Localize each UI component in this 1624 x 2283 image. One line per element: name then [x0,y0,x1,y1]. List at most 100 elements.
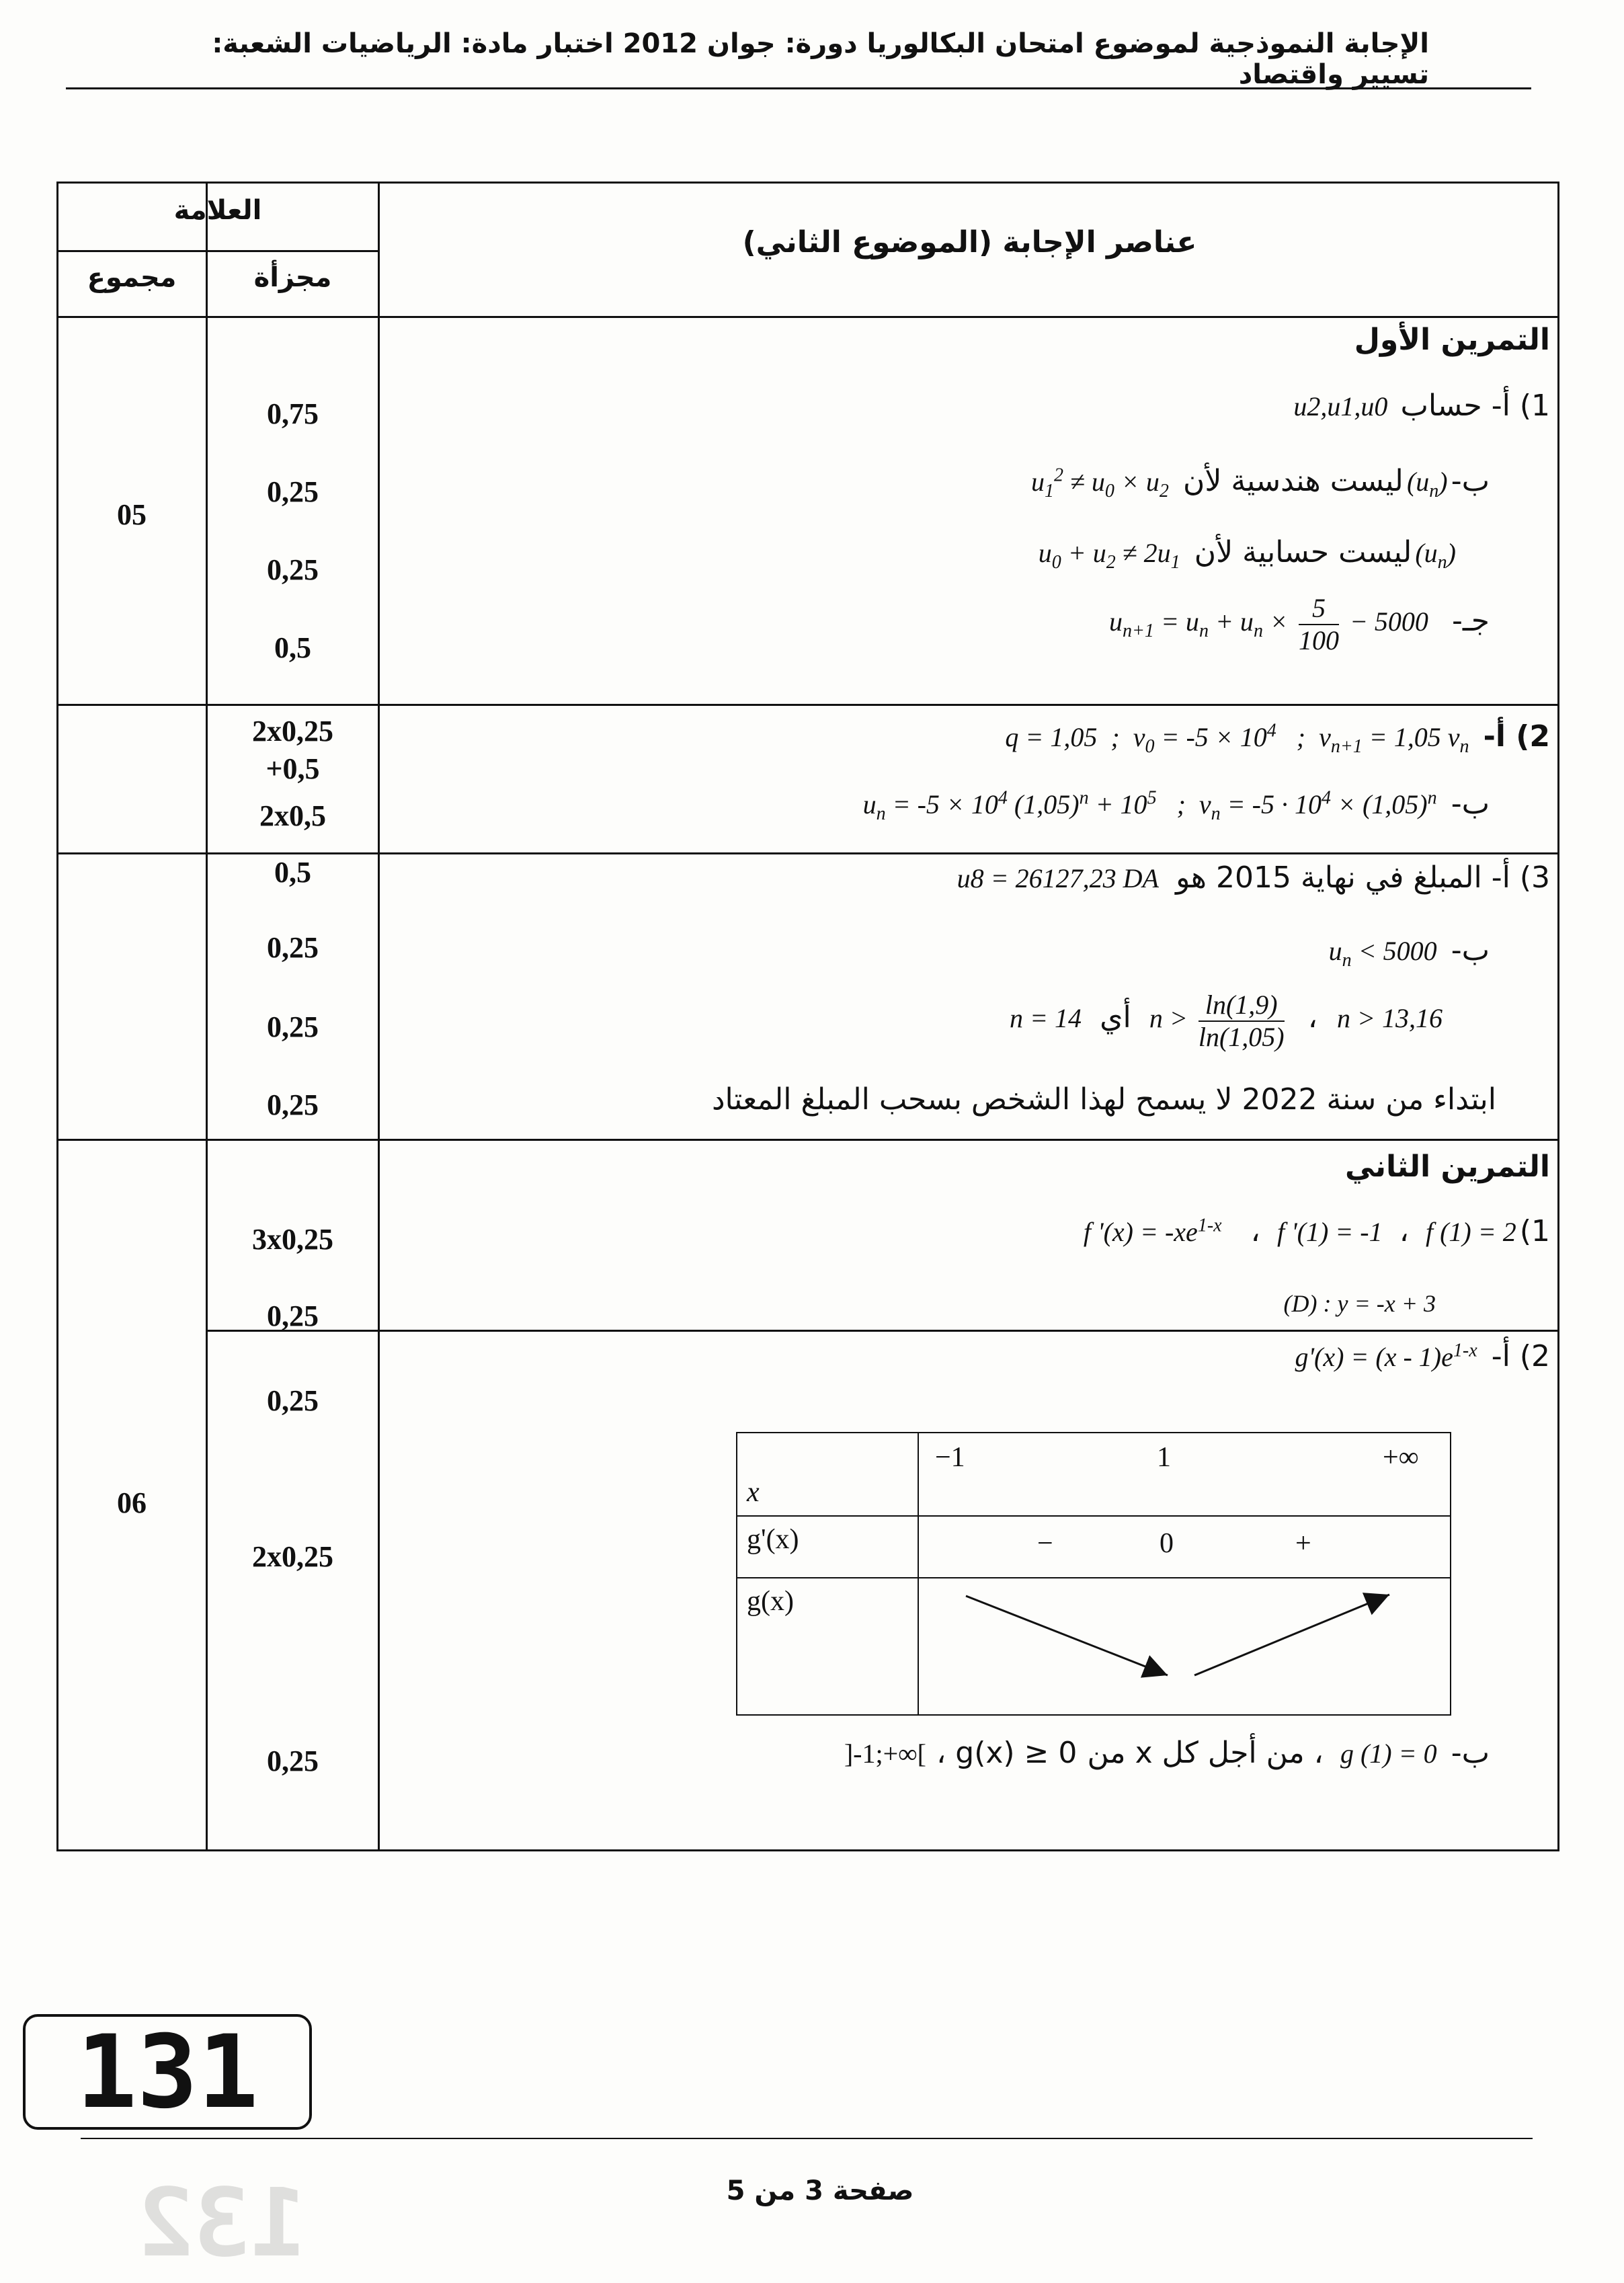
partial-7: 2x0,5 [259,799,326,832]
ex1-q1c-math: u0 + u2 ≠ 2u1 [1038,538,1180,573]
ex1-q2a-math: q = 1,05 ; v0 = -5 × 104 ; vn+1 = 1,05 v… [1005,720,1469,757]
ex1-q3c-result: n = 14 [1009,1003,1082,1034]
vt-variation [918,1577,1451,1716]
ex1-q1d-label: جـ- [1452,604,1490,639]
ex1-q3c-and: أي [1100,1000,1131,1035]
partial-16: 0,25 [267,1745,319,1777]
partial-14: 0,25 [267,1384,319,1417]
ex2-q1-comma-2: ، [1399,1214,1409,1248]
partial-9: 0,25 [267,931,319,964]
total-ex2: 06 [117,1486,147,1519]
ex2-q1: 1) f '(x) = -xe1-x ، f '(1) = -1 ، f (1)… [1084,1214,1550,1248]
ex1-q3a-label: 3) أ- المبلغ في نهاية 2015 هو [1176,860,1550,895]
ex1-q1a-math: u2,u1,u0 [1293,391,1388,422]
vt-x-1: −1 [935,1442,965,1473]
vt-x-values: −1 1 +∞ [918,1432,1451,1517]
total-ex1: 05 [117,498,147,531]
ex2-q2a: 2) أ- g'(x) = (x - 1)e1-x [1295,1339,1550,1373]
ex2-q2b-g1: g (1) = 0 [1340,1738,1437,1769]
variation-arrows [965,1593,1390,1678]
ex1-q3c-ineq1: n > ln(1,9)ln(1,05) [1149,990,1285,1052]
page-stamp: 131 [23,2014,312,2130]
col-line-1 [206,182,208,1851]
ex1-q2b-label: ب- [1451,787,1490,821]
vt-g-label: g(x) [736,1577,919,1716]
ex2-q1-f-1: f (1) = 2 [1425,1217,1516,1247]
ex1-q1b-math: u12 ≠ u0 × u2 [1030,465,1169,502]
vt-x-label: x [736,1432,919,1517]
grade-split-line [56,250,380,252]
partial-11: 0,25 [267,1088,319,1121]
ex1-q3a: 3) أ- المبلغ في نهاية 2015 هو u8 = 26127… [957,860,1550,895]
partial-header: مجزأة [253,262,332,293]
ex1-q3b: ب- un < 5000 [1329,933,1490,971]
page-header: الإجابة النموذجية لموضوع امتحان البكالور… [212,28,1429,90]
ex1-q2b: ب- un = -5 × 104 (1,05)n + 105 ; vn = -5… [863,787,1490,825]
ex1-q1c-text: ليست حسابية لأن [1194,535,1412,569]
ex2-q1-comma-1: ، [1250,1214,1260,1248]
ex2-q2a-label: 2) أ- [1491,1339,1550,1373]
ex2-q1-fprime-x: f '(x) = -xe1-x [1083,1215,1222,1247]
ex1-title: التمرين الأول [1354,323,1550,357]
ex1-q3c-comma: ، [1307,1000,1317,1035]
faded-stamp: 132 [74,2169,370,2278]
vt-sign-1: − [1037,1528,1053,1559]
vt-sign-3: + [1295,1528,1311,1559]
partial-4: 0,5 [274,631,311,664]
partial-8: 0,5 [274,856,311,889]
decreasing-arrow [965,1595,1168,1678]
ex1-q3b-label: ب- [1451,933,1490,967]
partial-6: +0,5 [266,752,320,785]
ex1-q1b-label: ب- [1451,464,1490,498]
ex1-q3a-math: u8 = 26127,23 DA [957,863,1159,893]
ex1-q1c-un: (un) [1415,538,1456,573]
ex2-q1-fprime-1: f '(1) = -1 [1276,1217,1383,1247]
head-bottom-line [56,316,1559,318]
sep-3 [56,1139,1559,1141]
partial-5: 2x0,25 [252,715,333,748]
ex2-q2b: ب- g (1) = 0 ، من أجل كل x من ]-1;+∞[ ، … [844,1736,1490,1770]
ex2-q2b-label: ب- [1451,1736,1490,1770]
page-number: صفحة 3 من 5 [726,2175,914,2206]
ex2-q2b-text: ، من أجل كل x من [1087,1736,1324,1770]
ex2-q1-label: 1) [1519,1214,1550,1248]
ex1-q1b: ب- (un) ليست هندسية لأن u12 ≠ u0 × u2 [1031,464,1490,502]
total-header: مجموع [87,262,177,293]
vt-sign-2: 0 [1160,1528,1174,1559]
col-line-2 [378,182,380,1851]
ex1-q1a-label: 1) أ- حساب [1400,389,1550,423]
ex1-q2a: 2) أ- q = 1,05 ; v0 = -5 × 104 ; vn+1 = … [1005,719,1550,758]
ex2-title: التمرين الثاني [1345,1150,1550,1184]
faded-stamp-number: 132 [136,2169,307,2278]
sep-4 [206,1330,1559,1332]
partial-10: 0,25 [267,1010,319,1043]
partial-1: 0,75 [267,397,319,430]
ex1-q1b-text: ليست هندسية لأن [1183,464,1404,498]
ex1-q3b-math: un < 5000 [1328,936,1437,971]
partial-2: 0,25 [267,475,319,508]
ex1-q3c: n > ln(1,9)ln(1,05) ، n > 13,16 أي n = 1… [1010,990,1443,1053]
grade-header: العلامة [173,195,262,226]
ex1-q1c: (un) ليست حسابية لأن u0 + u2 ≠ 2u1 [1039,535,1456,573]
increasing-arrow [1194,1593,1390,1677]
partial-13: 0,25 [267,1299,319,1332]
ex1-q1b-un: (un) [1406,467,1448,502]
partial-15: 2x0,25 [252,1540,333,1573]
ex1-q2a-label: 2) أ- [1483,719,1550,754]
vt-signs: − 0 + [918,1515,1451,1578]
ex1-q2b-math: un = -5 × 104 (1,05)n + 105 ; vn = -5 · … [862,787,1437,824]
sep-2 [56,852,1559,854]
ex2-tangent: (D) : y = -x + 3 [1283,1290,1436,1317]
vt-x-2: 1 [1157,1442,1171,1473]
ex1-q1a: 1) أ- حساب u2,u1,u0 [1293,389,1550,423]
partial-3: 0,25 [267,553,319,586]
sep-1 [56,704,1559,706]
ex2-q2b-interval: ]-1;+∞[ [844,1738,926,1769]
content-header: عناصر الإجابة (الموضوع الثاني) [742,225,1197,259]
footer-rule [81,2138,1533,2139]
ex1-q3c-ineq2: n > 13,16 [1337,1003,1443,1034]
ex2-q2a-math: g'(x) = (x - 1)e1-x [1295,1340,1477,1372]
partial-12: 3x0,25 [252,1223,333,1256]
